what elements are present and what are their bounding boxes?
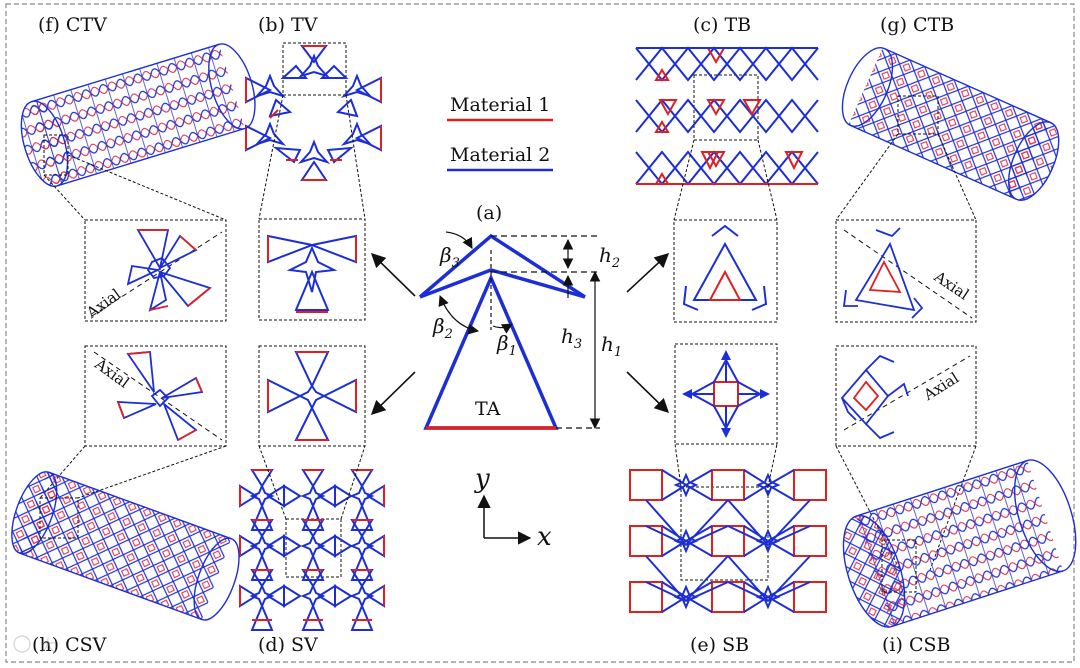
csb-cylinder bbox=[842, 459, 1077, 628]
tb-zoom-cell bbox=[682, 224, 768, 311]
xy-axes: y x bbox=[474, 464, 552, 552]
csv-cylinder bbox=[11, 471, 240, 621]
unit-cell-diagram: β3 β2 β1 h2 h3 h1 TA bbox=[418, 231, 622, 430]
svg-text:h1: h1 bbox=[601, 332, 622, 360]
beta2-sub: 2 bbox=[444, 327, 453, 342]
ctb-zoom-cell: Axial bbox=[842, 227, 973, 319]
sv-zoom-cell bbox=[267, 351, 357, 441]
csv-zoom-cell: Axial bbox=[91, 351, 223, 442]
arrow-to-tb bbox=[626, 253, 670, 293]
sb-zoom-box bbox=[674, 343, 778, 445]
h3-symbol: h bbox=[561, 324, 574, 348]
svg-text:β1: β1 bbox=[496, 331, 517, 359]
ctb-cylinder bbox=[841, 47, 1060, 201]
tv-zoom-box bbox=[258, 218, 366, 321]
beta3-symbol: β bbox=[439, 243, 452, 267]
beta1-sub: 1 bbox=[509, 344, 517, 359]
legend: Material 1 Material 2 bbox=[447, 94, 553, 172]
ctv-axial-label: Axial bbox=[82, 285, 124, 323]
unit-cell-label: TA bbox=[475, 398, 501, 420]
arrow-to-tv bbox=[370, 252, 416, 297]
ctv-cylinder bbox=[20, 43, 256, 187]
svg-text:β3: β3 bbox=[439, 243, 460, 271]
legend-material1-label: Material 1 bbox=[450, 94, 550, 116]
sb-zoom-cell bbox=[682, 350, 770, 438]
panel-label-g: (g) CTB bbox=[880, 14, 954, 36]
ctb-zoom-box bbox=[835, 219, 977, 323]
h3-sub: 3 bbox=[574, 337, 582, 352]
panel-label-i: (i) CSB bbox=[882, 634, 950, 656]
csb-zoom-box bbox=[835, 345, 977, 447]
panel-label-d: (d) SV bbox=[258, 634, 318, 656]
svg-text:β2: β2 bbox=[432, 314, 453, 342]
watermark-text: 大 bbox=[40, 636, 56, 655]
panel-label-c: (c) TB bbox=[693, 14, 751, 36]
svg-text:h2: h2 bbox=[599, 243, 620, 271]
svg-text:h3: h3 bbox=[561, 324, 582, 352]
h2-sub: 2 bbox=[611, 256, 620, 271]
figure-border bbox=[5, 3, 1075, 663]
csv-zoom-box bbox=[84, 345, 227, 447]
sv-lattice bbox=[239, 469, 385, 630]
csb-zoom-cell: Axial bbox=[840, 354, 971, 440]
panel-label-b: (b) TV bbox=[258, 14, 318, 36]
tv-zoom-cell bbox=[267, 234, 357, 313]
legend-material2-label: Material 2 bbox=[450, 144, 550, 166]
y-axis-label: y bbox=[474, 464, 490, 494]
arrow-to-sb bbox=[626, 371, 670, 414]
beta2-symbol: β bbox=[432, 314, 445, 338]
tb-lattice bbox=[635, 46, 819, 185]
tv-lattice bbox=[245, 42, 382, 181]
sb-lattice bbox=[629, 469, 827, 612]
panel-label-h: (h) CSV bbox=[32, 634, 107, 656]
panel-label-a: (a) bbox=[476, 202, 502, 224]
panel-label-f: (f) CTV bbox=[38, 14, 107, 36]
h1-sub: 1 bbox=[614, 345, 622, 360]
csv-axial-label: Axial bbox=[91, 354, 133, 392]
panel-label-e: (e) SB bbox=[690, 634, 749, 656]
h1-symbol: h bbox=[601, 332, 614, 356]
sv-zoom-box bbox=[258, 345, 366, 447]
beta1-symbol: β bbox=[496, 331, 509, 355]
ctv-zoom-box bbox=[84, 219, 227, 322]
watermark: 大 bbox=[13, 635, 56, 655]
tb-zoom-box bbox=[673, 219, 778, 323]
h2-symbol: h bbox=[599, 243, 612, 267]
x-axis-label: x bbox=[537, 522, 552, 552]
arrow-to-sv bbox=[370, 371, 416, 416]
beta3-sub: 3 bbox=[452, 256, 460, 271]
ctv-zoom-cell: Axial bbox=[82, 229, 223, 323]
csb-axial-label: Axial bbox=[920, 369, 963, 405]
ctb-axial-label: Axial bbox=[930, 267, 972, 304]
